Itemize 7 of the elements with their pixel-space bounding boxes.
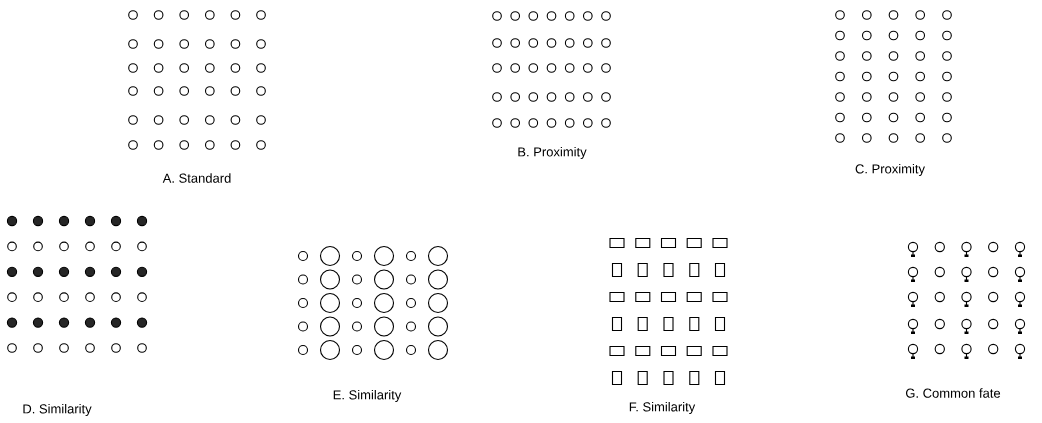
panel-caption: E. Similarity [333,389,402,403]
panel-caption: A. Standard [162,173,231,183]
panel-caption: B. Proximity [518,146,587,160]
panel-caption: G. Common fate [905,388,1001,398]
panel-caption: D. Similarity [23,403,92,417]
panel-caption: F. Similarity [629,401,696,415]
panel-caption: C. Proximity [855,163,925,177]
